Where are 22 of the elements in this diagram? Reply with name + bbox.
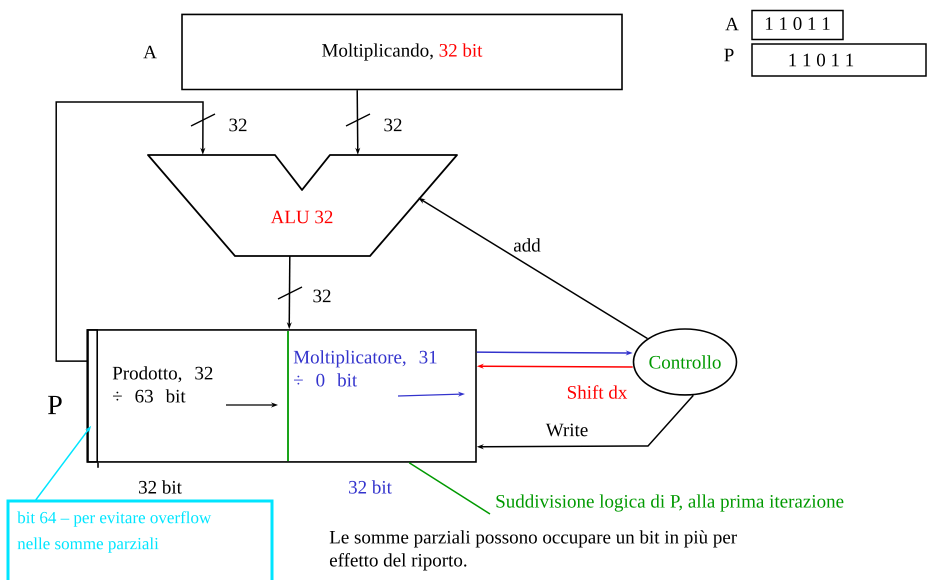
callout-text: Suddivisione logica di P, alla prima iterazione: [496, 494, 844, 512]
note-box: bit 64 – per evitare overflow nelle somme parziali: [6, 499, 274, 580]
arrow: [55, 101, 206, 362]
register-name: P: [48, 396, 62, 414]
register-name: A: [725, 18, 739, 30]
register-box: Moltiplicando, 32 bit: [181, 14, 623, 90]
edge-label: 32: [312, 288, 332, 304]
width-label: 32 bit: [139, 480, 182, 494]
edge-label: add: [512, 237, 542, 253]
overflow-bit: [86, 329, 99, 468]
register-box: 1 1 0 1 1: [751, 10, 844, 40]
register-name: P: [724, 48, 734, 62]
edge-label: 32: [228, 118, 248, 132]
leader-line: [408, 462, 490, 515]
register-name: A: [143, 46, 157, 58]
note-text: Le somme parziali possono occupare un bit in più per effetto del riporto.: [330, 530, 737, 570]
register-box: 1 1 0 1 1: [751, 43, 927, 77]
edge-label: 32: [382, 118, 404, 132]
edge-label: Write: [544, 422, 590, 438]
width-label: 32 bit: [349, 480, 392, 494]
edge-label: Shift dx: [566, 384, 628, 400]
register-box: Prodotto, 32 ÷ 63 bit Moltiplicatore, 31 ÷ 0 bit: [87, 329, 477, 463]
